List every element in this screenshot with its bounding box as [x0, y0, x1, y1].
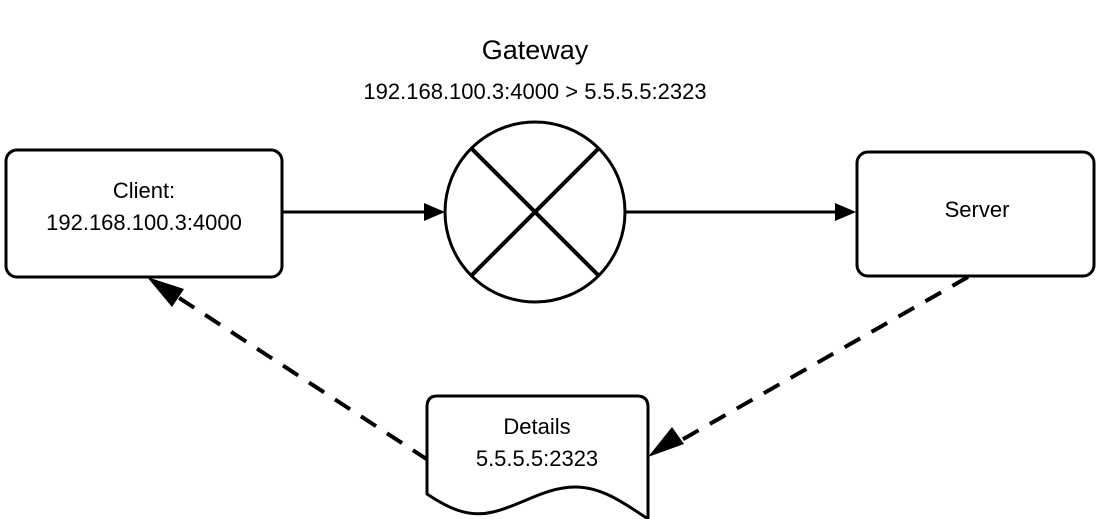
edge-line: [168, 290, 430, 462]
diagram-title: Gateway: [482, 35, 589, 65]
edge-line: [670, 275, 969, 448]
node-server-shape[interactable]: [855, 150, 1096, 278]
edge-server-to-details: [648, 275, 969, 457]
node-details-line1: Details: [503, 414, 570, 439]
edge-details-to-client: [147, 277, 430, 462]
node-details-shape[interactable]: [425, 394, 650, 519]
arrow-head-icon: [648, 427, 684, 457]
node-details[interactable]: Details 5.5.5.5:2323: [425, 394, 650, 519]
arrow-head-icon: [835, 203, 856, 221]
node-gateway[interactable]: [443, 120, 627, 304]
node-details-line2: 5.5.5.5:2323: [476, 446, 598, 471]
node-server-label: Server: [945, 197, 1010, 222]
arrow-head-icon: [147, 277, 184, 307]
node-server[interactable]: Server: [855, 150, 1096, 278]
diagram-subtitle: 192.168.100.3:4000 > 5.5.5.5:2323: [363, 79, 706, 104]
node-client-line2: 192.168.100.3:4000: [46, 210, 242, 235]
node-client-line1: Client:: [113, 178, 175, 203]
node-client-shape[interactable]: [4, 148, 284, 279]
edge-gateway-to-server: [626, 203, 856, 221]
node-client[interactable]: Client: 192.168.100.3:4000: [4, 148, 284, 279]
gateway-cross-icon: [469, 146, 601, 278]
edge-client-to-gateway: [282, 203, 445, 221]
arrow-head-icon: [424, 203, 445, 221]
